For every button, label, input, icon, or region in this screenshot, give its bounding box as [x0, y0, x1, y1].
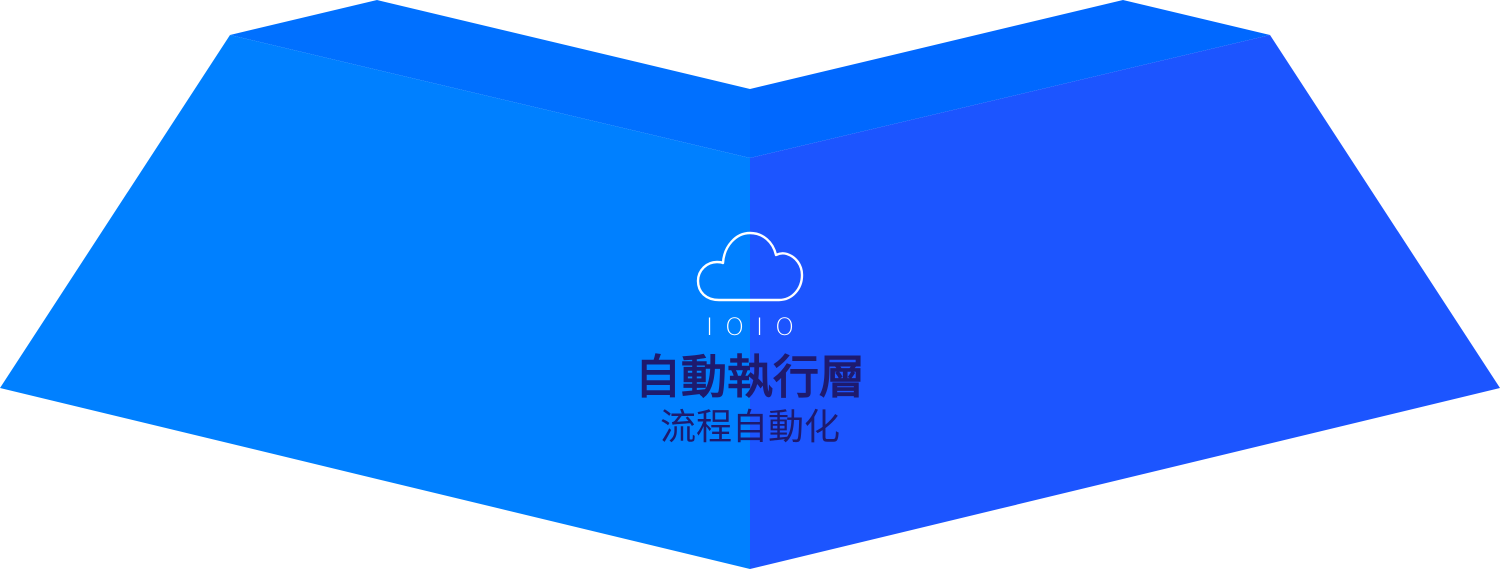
top-left-bevel [230, 0, 750, 158]
cloud-icon [696, 231, 804, 302]
left-face [0, 35, 750, 569]
top-right-bevel [750, 0, 1270, 158]
right-face [750, 35, 1500, 569]
layer-title: 自動執行層 [635, 350, 865, 404]
layer-subtitle: 流程自動化 [659, 407, 840, 448]
binary-text: IOIO [706, 313, 806, 341]
layer-label: IOIO 自動執行層 流程自動化 [0, 228, 1500, 448]
